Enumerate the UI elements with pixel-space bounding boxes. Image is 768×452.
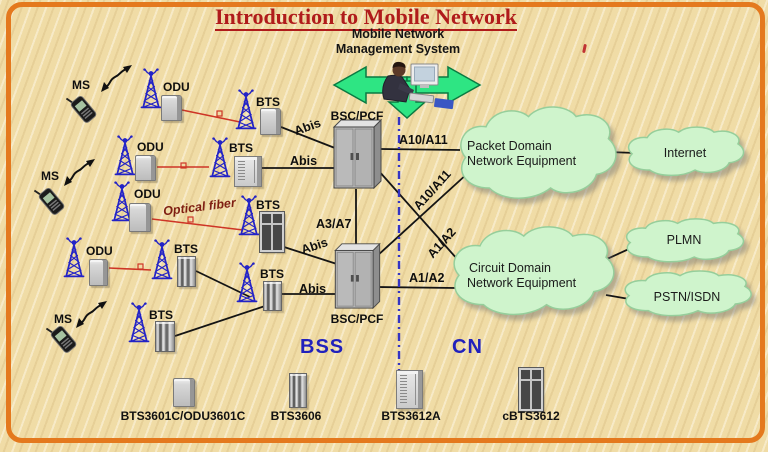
cn-region-label: CN (452, 336, 483, 358)
plmn-label: PLMN (666, 233, 702, 247)
bts-label-5: BTS (260, 267, 284, 281)
bts-tower-icon-4 (149, 238, 175, 284)
abis-link-3 (283, 246, 341, 266)
fiber-link-4 (108, 267, 152, 271)
bts-label-3: BTS (256, 198, 280, 212)
circuit-domain-label-line2: Network Equipment (467, 276, 577, 290)
bss-region-label: BSS (300, 336, 345, 358)
bsc-pcf-cabinet-upper (330, 117, 384, 189)
fiber-link-3 (151, 218, 244, 231)
pstn-isdn-label: PSTN/ISDN (653, 290, 721, 304)
bts-label-1: BTS (256, 95, 280, 109)
abis-link-1 (280, 126, 341, 151)
bts-cabinet-1 (260, 108, 281, 135)
odu-label-3: ODU (134, 187, 161, 201)
bsc-pcf-label-upper: BSC/PCF (330, 109, 384, 123)
bts-cabinet-5 (263, 281, 282, 311)
legend-label-bts3601c: BTS3601C/ODU3601C (120, 409, 246, 423)
odu-label-1: ODU (163, 80, 190, 94)
a3a7-label: A3/A7 (316, 217, 352, 231)
odu-label-2: ODU (137, 140, 164, 154)
a1a2-label-horizontal: A1/A2 (409, 271, 445, 285)
a10a11-link-diagonal (376, 172, 469, 257)
mgmt-caption-line2: Management System (335, 41, 461, 56)
packet-domain-label-line1: Packet Domain (467, 139, 552, 153)
fiber-connector-3 (187, 216, 194, 223)
page-title: Introduction to Mobile Network (196, 4, 536, 31)
bts-cabinet-3 (259, 211, 285, 253)
abis-label-2: Abis (290, 154, 318, 168)
signal-arrow-icon-3 (74, 300, 110, 330)
mgmt-system-caption: Mobile Network Management System (318, 27, 478, 56)
bts-cabinet-6 (155, 321, 175, 352)
legend-label-bts3606: BTS3606 (270, 409, 322, 423)
odu-cabinet-2 (135, 155, 156, 181)
legend-label-bts3612a: BTS3612A (381, 409, 441, 423)
a1a2-link-diagonal (377, 169, 459, 261)
page-title-text: Introduction to Mobile Network (214, 4, 518, 31)
odu-label-4: ODU (86, 244, 113, 258)
signal-arrow-icon-1 (99, 64, 135, 94)
legend-icon-bts3612a (396, 370, 423, 409)
ms-label-2: MS (41, 169, 59, 183)
bts-tower-icon-5 (234, 261, 260, 307)
a10a11-label-horizontal: A10/A11 (399, 133, 448, 147)
legend-icon-bts3601c (173, 378, 195, 407)
a1a2-link-horizontal (377, 286, 457, 289)
ms-phone-icon-1 (66, 88, 100, 128)
bts-cabinet-2 (234, 156, 262, 187)
internet-label: Internet (663, 146, 707, 160)
odu-tower-icon-4 (61, 236, 87, 282)
bts-label-6: BTS (149, 308, 173, 322)
legend-icon-cbts3612 (518, 367, 544, 412)
a10a11-link-horizontal (377, 148, 461, 151)
ms-label-1: MS (72, 78, 90, 92)
odu-cabinet-3 (129, 203, 151, 232)
bts5-to-mid-bts-link (174, 305, 266, 337)
bts-label-2: BTS (229, 141, 253, 155)
ms-label-3: MS (54, 312, 72, 326)
bts-label-4: BTS (174, 242, 198, 256)
fiber-connector-2 (180, 162, 187, 169)
legend-icon-bts3606 (289, 373, 307, 408)
odu-cabinet-4 (89, 259, 108, 286)
fiber-link-1 (181, 109, 241, 123)
circuit-domain-label-line1: Circuit Domain (469, 261, 551, 275)
mgmt-caption-line1: Mobile Network (351, 27, 445, 41)
bts-cabinet-4 (177, 256, 196, 287)
packet-domain-label-line2: Network Equipment (467, 154, 577, 168)
signal-arrow-icon-2 (62, 158, 98, 188)
legend-label-cbts3612: cBTS3612 (502, 409, 560, 423)
bsc-pcf-cabinet-lower (330, 241, 384, 309)
abis-label-4: Abis (299, 282, 327, 296)
fiber-connector-1 (216, 110, 223, 117)
bsc-pcf-label-lower: BSC/PCF (330, 312, 384, 326)
fiber-connector-4 (137, 263, 144, 270)
odu-cabinet-1 (161, 95, 182, 121)
